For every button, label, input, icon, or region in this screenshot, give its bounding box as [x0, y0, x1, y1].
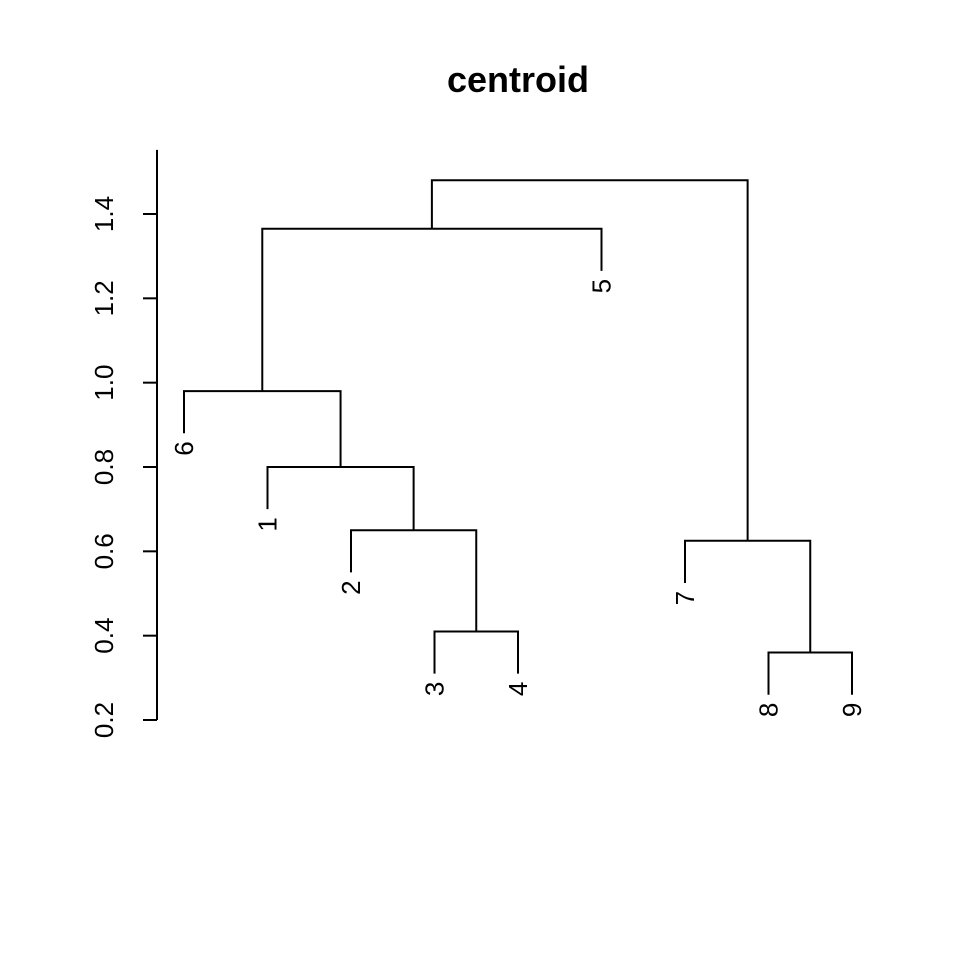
dendrogram-link [183, 390, 342, 467]
y-tick-label: 0.4 [89, 618, 119, 654]
leaf-label: 8 [754, 703, 784, 717]
leaf-labels: 6 1 2 3 4 5 7 8 9 [169, 279, 867, 717]
leaf-label: 7 [670, 591, 700, 605]
dendrogram-link [266, 466, 415, 531]
y-axis: 0.2 0.4 0.6 0.8 1.0 1.2 1.4 [89, 149, 158, 738]
y-tick-label: 1.0 [89, 365, 119, 401]
dendrogram-links [183, 179, 853, 695]
leaf-label: 9 [837, 703, 867, 717]
chart-title: centroid [447, 59, 589, 100]
leaf-label: 6 [169, 441, 199, 455]
leaf-label: 3 [420, 682, 450, 696]
dendrogram-link [767, 651, 853, 695]
dendrogram-link [684, 539, 812, 653]
y-tick-label: 1.2 [89, 280, 119, 316]
dendrogram-link [261, 227, 603, 392]
y-tick-label: 0.6 [89, 533, 119, 569]
leaf-label: 4 [503, 682, 533, 696]
dendrogram-link [433, 630, 519, 674]
y-tick-label: 0.2 [89, 702, 119, 738]
y-tick-label: 0.8 [89, 449, 119, 485]
leaf-label: 2 [336, 580, 366, 594]
dendrogram-link [430, 179, 749, 541]
leaf-label: 5 [587, 279, 617, 293]
y-tick-label: 1.4 [89, 196, 119, 232]
leaf-label: 1 [253, 517, 283, 531]
dendrogram-link [350, 529, 478, 632]
